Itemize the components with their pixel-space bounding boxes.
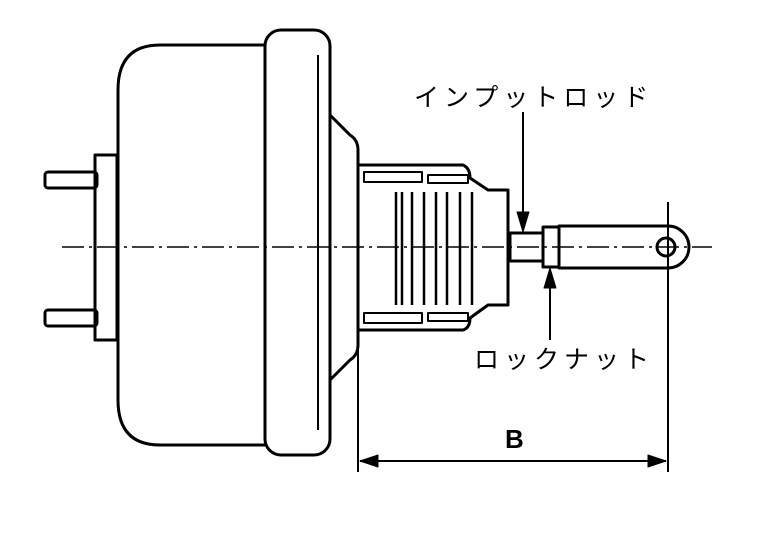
lock-nut-label: ロックナット [474,345,655,374]
front-rim [263,28,332,457]
clevis [557,224,691,270]
rear-shell [116,43,265,447]
input-rod-leader [516,112,530,233]
dimension-b-label: B [505,424,524,454]
input-rod-label: インプットロッド [414,83,654,112]
dimension-b-arrow [359,454,667,468]
booster-neck [358,163,510,332]
lock-nut-leader [543,267,557,340]
mounting-studs [43,170,99,328]
